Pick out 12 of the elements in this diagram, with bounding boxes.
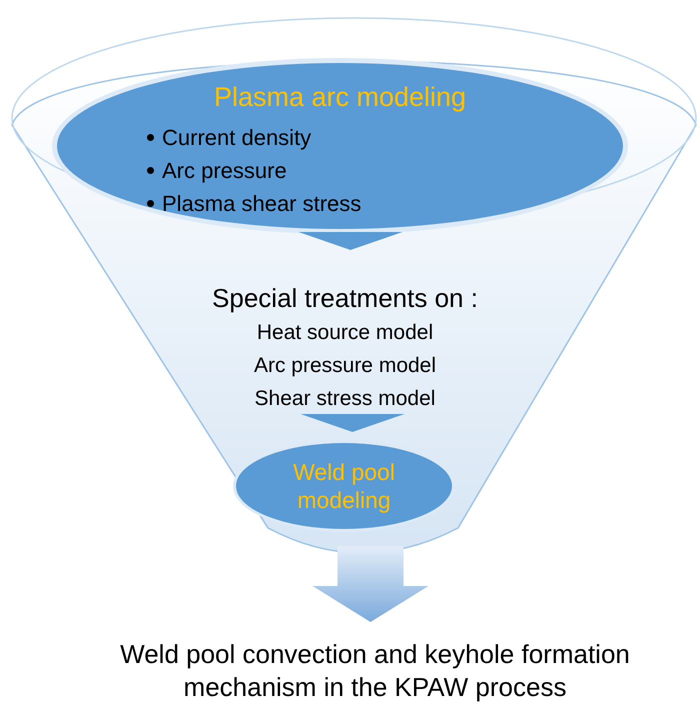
triangle-arrow <box>298 232 402 250</box>
triangle-arrow <box>300 414 404 432</box>
list-text: Shear stress model <box>254 386 436 412</box>
list-text: Arc pressure model <box>252 353 438 379</box>
bullet-item: Arc pressure <box>162 157 287 185</box>
bullet-item: Current density <box>162 124 312 152</box>
list-text: Heat source model <box>256 320 434 346</box>
bullet-item: Plasma shear stress <box>162 190 362 218</box>
heading-text: Special treatments on : <box>211 282 479 315</box>
ellipse-title: Plasma arc modeling <box>212 81 468 114</box>
result-text: Weld pool convection and keyhole formation mechanism in the KPAW process <box>70 638 680 704</box>
block-arrow <box>312 546 428 622</box>
